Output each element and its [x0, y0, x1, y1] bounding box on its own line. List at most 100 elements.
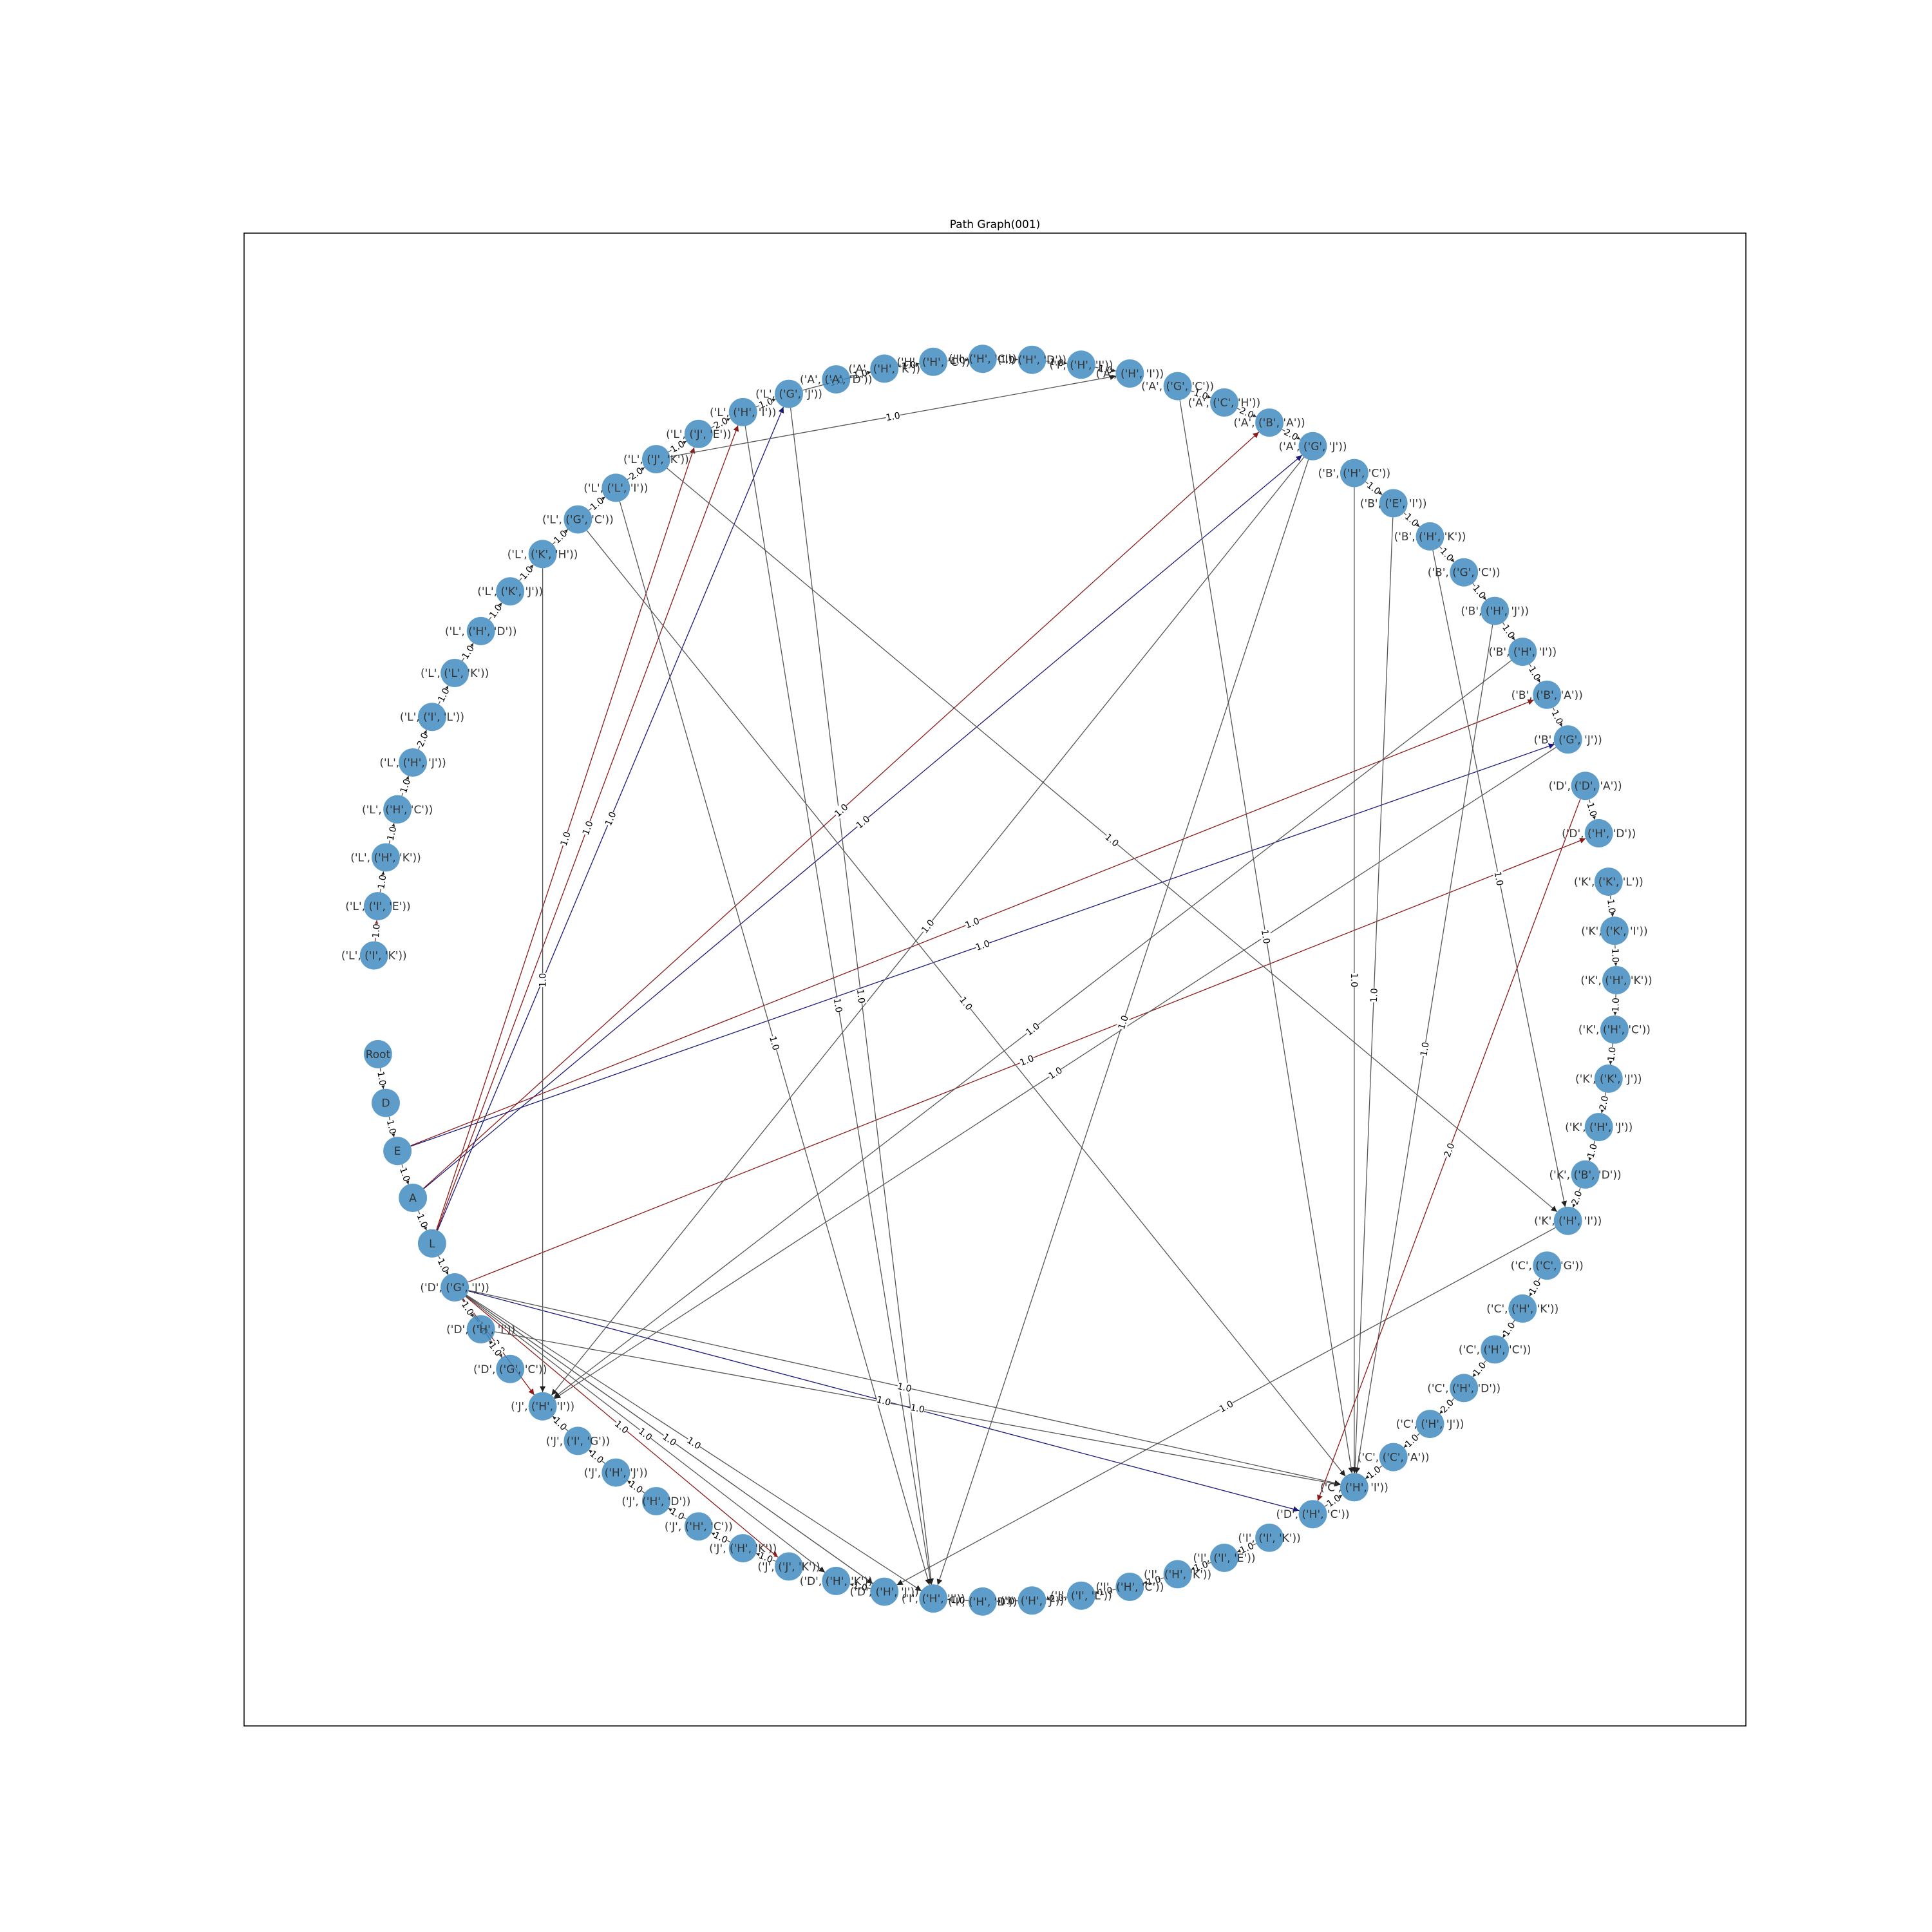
edge-weight-label: 1.0	[1097, 1586, 1113, 1598]
graph-node-label: A	[409, 1192, 417, 1205]
graph-node-label: ('B', ('H', 'K'))	[1394, 531, 1466, 544]
edge-weight-label: 1.0	[1117, 1014, 1131, 1031]
edge-label-background	[1018, 1052, 1036, 1068]
edge-weight-label: 1.0	[974, 938, 991, 952]
graph-node-label: ('C', ('H', 'D'))	[1427, 1382, 1501, 1395]
edge-label-background	[1048, 356, 1065, 368]
edge-label-background	[580, 819, 595, 837]
edge-weight-label: 1.0	[436, 687, 451, 704]
graph-node-label: ('K', ('H', 'C'))	[1578, 1024, 1651, 1037]
edge-weight-label: 1.0	[460, 643, 477, 661]
edge-weight-label: 1.0	[757, 1551, 775, 1566]
edge-weight-label: 2.0	[1443, 1142, 1457, 1159]
graph-node	[359, 941, 388, 970]
graph-node-label: ('L', ('G', 'J'))	[755, 388, 822, 401]
graph-node-label: ('K', ('H', 'K'))	[1580, 974, 1652, 987]
edge-label-background	[518, 564, 535, 582]
graph-node-label: ('D', ('D', 'A'))	[1549, 780, 1622, 793]
edge-label-background	[1365, 479, 1383, 497]
graph-node-label: ('C', ('H', 'I'))	[1320, 1481, 1388, 1494]
graph-node	[775, 379, 803, 408]
graph-node	[684, 419, 713, 448]
edge-weight-label: 1.0	[538, 973, 549, 987]
graph-node	[417, 1229, 446, 1258]
edge-weight-label: 1.0	[375, 1071, 387, 1087]
edge-label-background	[375, 874, 388, 890]
edge-weight-label: 1.0	[627, 1479, 644, 1496]
graph-node	[466, 1315, 495, 1344]
edge-label-background	[1325, 1492, 1343, 1510]
edge-label-background	[487, 602, 504, 620]
graph-node-label: ('L', ('L', 'I'))	[583, 482, 648, 495]
graph-node-label: ('L', ('I', 'E'))	[345, 900, 410, 913]
edge-weight-label: 1.0	[1611, 998, 1622, 1012]
edge-weight-label: 1.0	[852, 368, 868, 381]
graph-node-label: ('J', ('J', 'K'))	[757, 1560, 820, 1573]
edge-label-background	[855, 989, 867, 1004]
graph-node	[1508, 638, 1537, 667]
edge-weight-label: 1.0	[1192, 388, 1209, 402]
edge-label-background	[974, 938, 991, 952]
edge-label-background	[1605, 898, 1618, 914]
edge-weight-label: 1.0	[885, 411, 901, 424]
graph-node-label: ('J', ('H', 'D'))	[621, 1495, 690, 1508]
edge-weight-label: 1.0	[397, 1166, 412, 1183]
edge-weight-label: 1.0	[855, 989, 867, 1004]
graph-node	[1602, 966, 1631, 994]
graph-node	[399, 748, 428, 777]
graph-node	[1255, 408, 1284, 437]
edge-weight-label: 1.0	[964, 916, 981, 931]
graph-node-label: ('L', ('J', 'K'))	[623, 453, 689, 466]
edge-label-background	[1023, 1020, 1041, 1037]
edge-label-background	[1282, 426, 1300, 442]
edge-label-background	[668, 438, 687, 455]
graph-node-label: ('I', ('H', 'C'))	[949, 353, 1017, 366]
edge-weight-label: 1.0	[909, 1403, 925, 1416]
node-layer	[359, 345, 1631, 1616]
edge-weight-label: 1.0	[951, 1595, 965, 1606]
edge-weight-label: 1.0	[1586, 1142, 1599, 1159]
graph-node	[728, 397, 757, 426]
edge-weight-label: 1.0	[551, 1416, 569, 1433]
graph-node	[1115, 1573, 1144, 1601]
edge-label-background	[757, 1549, 775, 1565]
graph-node-label: ('L', ('I', 'L'))	[400, 711, 464, 724]
edge-weight-label: 2.0	[1049, 1593, 1065, 1604]
graph-node-label: ('C', ('H', 'J'))	[1396, 1418, 1464, 1431]
graph-node	[870, 354, 899, 383]
edge-weight-label: 1.0	[603, 810, 618, 828]
edge-weight-label: 1.0	[1000, 1596, 1015, 1607]
edge-weight-label: 1.0	[1049, 357, 1065, 368]
graph-node	[564, 1426, 592, 1455]
graph-node	[1450, 558, 1479, 587]
graph-node	[399, 1184, 428, 1212]
graph-node	[1210, 1544, 1238, 1572]
edge-label-background	[767, 1035, 782, 1052]
edge-weight-label: 1.0	[1349, 973, 1359, 987]
edge-label-background	[1365, 1463, 1383, 1481]
graph-node	[1533, 1251, 1562, 1280]
graph-node-label: ('D', ('H', 'J'))	[850, 1586, 919, 1599]
graph-node	[919, 347, 948, 376]
edge-label-background	[1217, 1398, 1235, 1414]
edge-label-background	[896, 1381, 913, 1394]
edge-label-background	[627, 465, 645, 482]
edge-label-background	[1438, 545, 1456, 564]
edge-label-background	[1403, 511, 1421, 529]
graph-node	[466, 616, 495, 645]
graph-node	[1066, 350, 1095, 379]
edge-weight-label: 1.0	[1438, 546, 1455, 564]
edge-weight-label: 1.0	[685, 1435, 702, 1452]
graph-node-label: ('I', ('I', 'K'))	[1238, 1532, 1300, 1545]
edge-label-background	[1115, 1014, 1130, 1031]
edge-weight-label: 1.0	[435, 1257, 450, 1274]
edge-label-background	[1471, 583, 1488, 601]
graph-node	[1481, 596, 1510, 625]
edge-weight-label: 1.0	[581, 820, 596, 837]
figure-title: Path Graph(001)	[950, 218, 1041, 231]
edge-label-background	[1000, 1595, 1015, 1607]
graph-node	[870, 1577, 899, 1606]
edge-weight-label: 1.0	[1605, 898, 1617, 914]
graph-node-label: ('K', ('K', 'I'))	[1581, 925, 1648, 938]
graph-node	[1450, 1374, 1479, 1403]
